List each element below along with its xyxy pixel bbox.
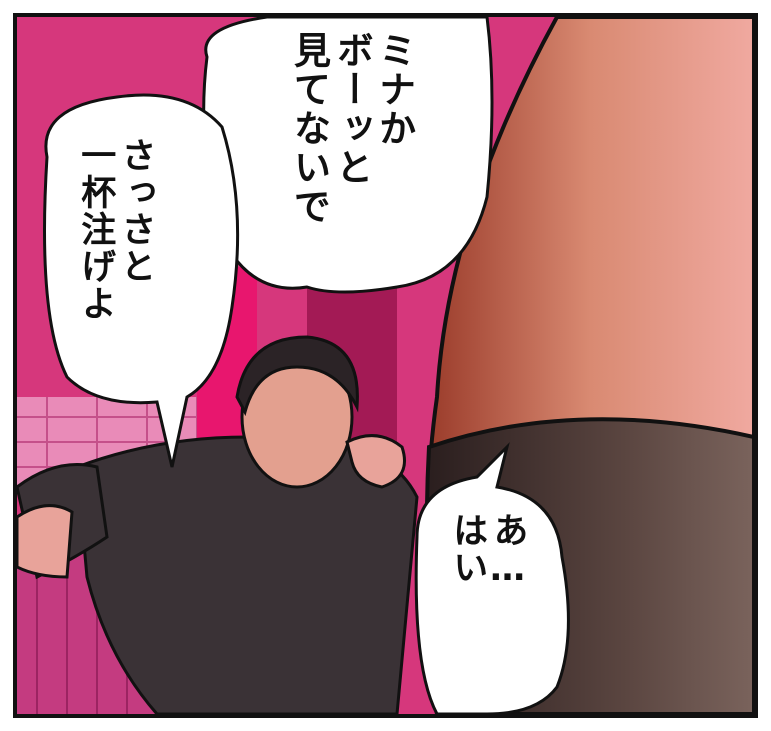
panel-artwork [17,17,754,714]
speech-line: ボーッと [330,31,374,187]
speech-line: さっさと [115,137,156,285]
speech-text-top: ミナか ボーッと 見てないで [287,31,416,226]
speech-bubble-right [414,442,570,714]
speech-text-left: さっさと 一杯注げよ [75,137,156,322]
man-hand-left [17,504,74,579]
man-hair [235,335,359,417]
comic-panel: ミナか ボーッと 見てないで さっさと 一杯注げよ あ… はい [13,13,758,718]
man-hand-right [345,434,406,489]
speech-line: 一杯注げよ [75,137,116,322]
speech-line: ミナか [372,31,416,148]
speech-text-right: あ… はい [447,512,528,591]
speech-line: あ… [487,512,528,591]
speech-bubble-left [43,93,240,468]
speech-line: はい [447,512,488,586]
speech-line: 見てないで [287,31,331,226]
